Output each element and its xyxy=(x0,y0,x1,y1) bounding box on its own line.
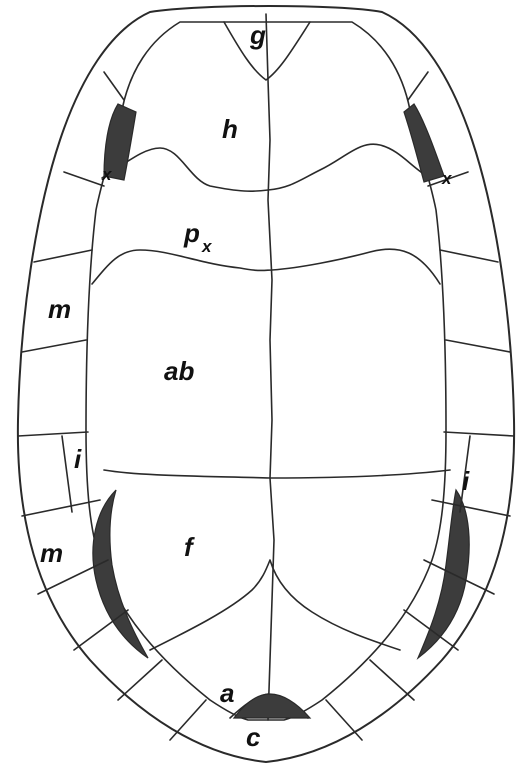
label-pectoral-subscript: x xyxy=(201,237,213,256)
shell-outline xyxy=(18,6,514,762)
label-abdominal: ab xyxy=(164,356,194,386)
label-humeral: h xyxy=(222,114,238,144)
label-axillary-left: x xyxy=(101,165,113,184)
label-marginal-upper: m xyxy=(48,294,71,324)
label-axillary-right: x xyxy=(441,169,453,188)
label-pectoral: p xyxy=(183,218,200,248)
label-gular: g xyxy=(249,20,266,50)
label-marginal-lower: m xyxy=(40,538,63,568)
label-cloacal-notch: c xyxy=(246,722,261,752)
label-anal: a xyxy=(220,678,234,708)
label-inguinal-left: i xyxy=(74,444,82,474)
label-inguinal-right: i xyxy=(462,466,470,496)
